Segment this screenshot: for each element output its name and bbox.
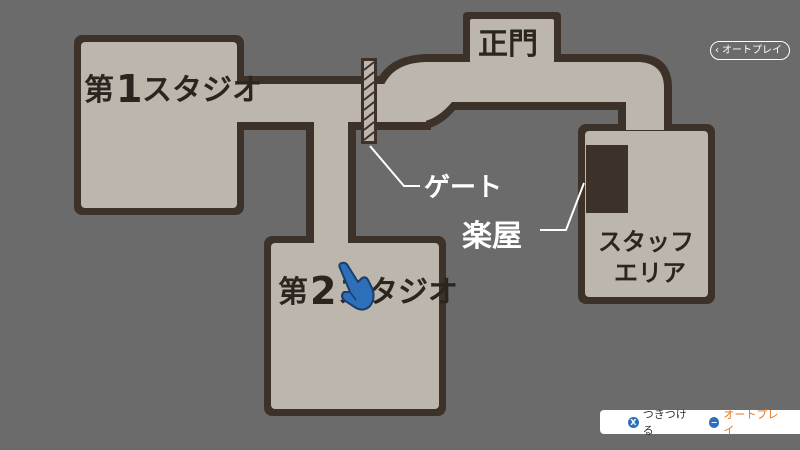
autoplay-top-label: オートプレイ (722, 44, 782, 56)
dressing-room[interactable] (586, 145, 628, 213)
poke-control[interactable]: X つきつける (628, 406, 697, 438)
staff-area-label[interactable]: スタッフ エリア (598, 228, 694, 287)
gate-barrier (361, 58, 377, 144)
studio-2-prefix: 第 (278, 275, 308, 310)
control-bar: X つきつける − オートプレイ (600, 408, 800, 437)
studio-2-number: 2 (310, 269, 336, 313)
dressing-room-label[interactable]: 楽屋 (462, 219, 522, 254)
staff-area-line1: スタッフ (598, 228, 694, 256)
studio-1-number: 1 (116, 67, 142, 111)
minus-button-icon: − (708, 416, 720, 428)
staff-area-line2: エリア (614, 259, 686, 287)
leader-lines (369, 145, 585, 231)
main-gate-label[interactable]: 正門 (478, 27, 538, 62)
poke-label: つきつける (642, 408, 687, 437)
autoplay-bottom-label: オートプレイ (723, 408, 779, 437)
gate-label[interactable]: ゲート (424, 173, 502, 203)
chevron-left-icon: ‹ (715, 44, 719, 56)
studio-1-prefix: 第 (84, 73, 114, 108)
autoplay-toggle-button[interactable]: ‹ オートプレイ (710, 41, 790, 60)
studio-1-label[interactable]: 第 1 スタジオ (84, 67, 262, 111)
hand-cursor-icon[interactable] (338, 261, 375, 311)
studio-1-suffix: スタジオ (142, 73, 262, 108)
x-button-icon: X (628, 416, 639, 428)
autoplay-control[interactable]: − オートプレイ (708, 406, 788, 438)
